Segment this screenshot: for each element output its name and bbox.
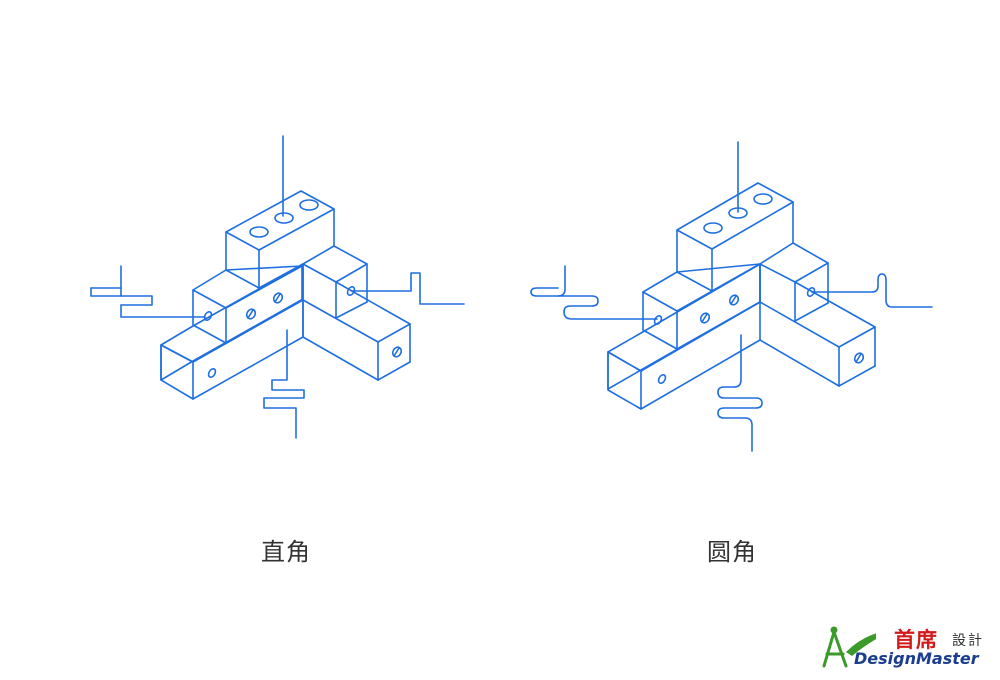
- designmaster-logo: 首席 設計 DesignMaster: [816, 622, 996, 674]
- connector-lines-rounded: [530, 141, 933, 452]
- compass-logo-icon: [822, 626, 876, 668]
- caption-right-angle: 直角: [261, 538, 311, 566]
- logo-chinese-text: 首席: [894, 628, 938, 652]
- leaf-swoosh-icon: [846, 633, 876, 656]
- block-top: [225, 190, 335, 289]
- block-right-cube-2: [759, 242, 829, 322]
- block-top-2: [676, 182, 794, 292]
- caption-rounded: 圆角: [707, 538, 757, 566]
- block-bottom-right-2: [759, 281, 876, 387]
- block-right-cube: [302, 245, 368, 319]
- logo-english-text: DesignMaster: [854, 649, 979, 668]
- logo-chinese-small-text: 設計: [952, 633, 984, 649]
- connector-lines-right-angle: [90, 135, 465, 439]
- block-middle: [192, 265, 303, 344]
- block-bottom-right: [302, 281, 411, 381]
